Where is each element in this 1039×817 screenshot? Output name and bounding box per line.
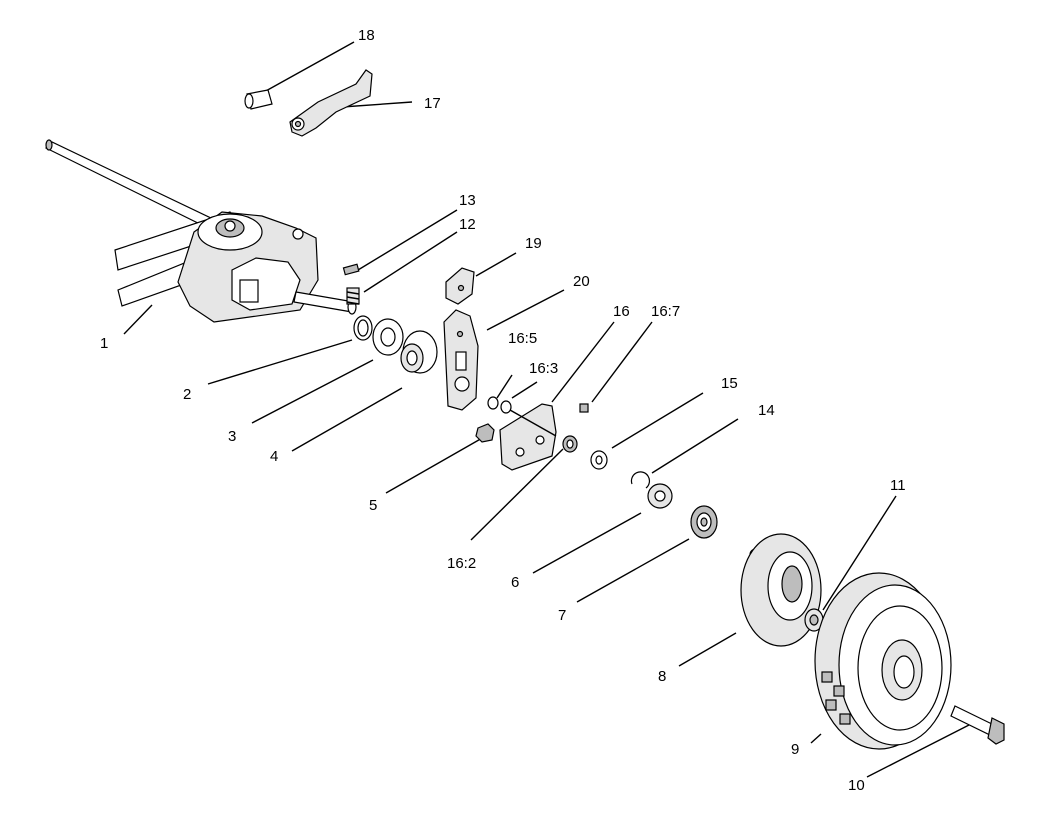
- callout-14: 14: [758, 402, 775, 419]
- part-6-spacer: [647, 483, 673, 509]
- part-16-2-nut: [562, 435, 578, 453]
- leader-lines: [123, 41, 970, 778]
- callout-16: 16: [613, 303, 630, 320]
- part-2-snap-ring: [353, 315, 373, 341]
- callout-13: 13: [459, 192, 476, 209]
- part-8-hub-cover: [740, 533, 822, 647]
- part-16-7-screw: [579, 403, 589, 413]
- callout-15: 15: [721, 375, 738, 392]
- callout-2: 2: [183, 386, 191, 403]
- callout-5: 5: [369, 497, 377, 514]
- part-4-bushing: [400, 330, 438, 374]
- part-20-pin: [244, 89, 273, 110]
- callout-6: 6: [511, 574, 519, 591]
- callout-16-2: 16:2: [447, 555, 476, 572]
- part-18-clip: [445, 267, 475, 305]
- callout-20: 18: [358, 27, 375, 44]
- callout-17: 20: [573, 273, 590, 290]
- part-1-handle-and-housing: [44, 139, 357, 323]
- part-11-bearing: [804, 608, 824, 632]
- callout-3: 3: [228, 428, 236, 445]
- callout-labels: 18 17 13 12 19 20 16 16:7 16:5 16:3 15 1…: [100, 27, 906, 794]
- callout-18: 19: [525, 235, 542, 252]
- part-16-bracket: [499, 403, 557, 471]
- callout-1: 1: [100, 335, 108, 352]
- part-17-plate: [443, 309, 479, 411]
- callout-16-3: 16:3: [529, 360, 558, 377]
- part-10-bolt: [950, 705, 1005, 745]
- part-19-lever: [289, 69, 373, 137]
- part-14-e-clip: [630, 471, 651, 489]
- callout-16-7: 16:7: [651, 303, 680, 320]
- callout-19: 17: [424, 95, 441, 112]
- part-16-3-bushing: [500, 400, 557, 437]
- callout-7: 7: [558, 607, 566, 624]
- part-15-washer: [590, 450, 608, 470]
- part-3-washer: [372, 318, 404, 356]
- callout-10: 10: [848, 777, 865, 794]
- part-7-pinion-gear: [690, 505, 718, 539]
- callout-16-5: 16:5: [508, 330, 537, 347]
- callout-12: 12: [459, 216, 476, 233]
- callout-9: 9: [791, 741, 799, 758]
- callout-8: 8: [658, 668, 666, 685]
- callout-11: 11: [890, 477, 906, 494]
- part-9-wheel: [814, 572, 952, 750]
- part-5-nut: [475, 423, 495, 443]
- part-13-key: [342, 263, 360, 276]
- part-12-spring: [346, 287, 360, 305]
- part-16-5-bushing: [487, 396, 499, 410]
- callout-4: 4: [270, 448, 278, 465]
